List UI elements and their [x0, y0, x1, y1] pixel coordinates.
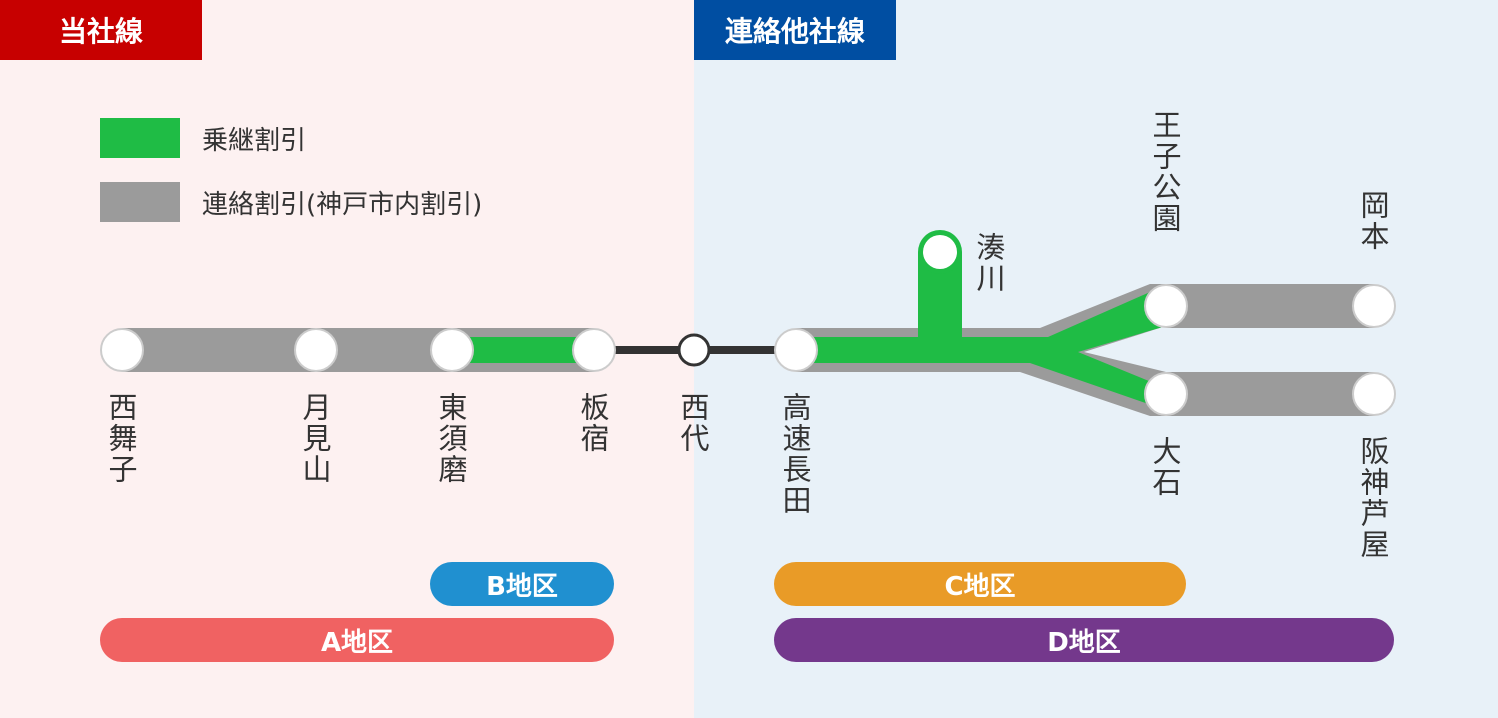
node-nishidai — [677, 333, 711, 367]
node-kosokunagata — [774, 328, 818, 372]
zone-d: D地区 — [774, 618, 1394, 662]
station-label-okamoto: 岡本 — [1356, 190, 1390, 252]
station-label-nishimaiko: 西舞子 — [104, 392, 138, 485]
node-higashisuma — [430, 328, 474, 372]
green-band-own — [452, 337, 594, 363]
node-hanshinashiya — [1352, 372, 1396, 416]
green-band-other — [796, 292, 1166, 408]
node-itayado — [572, 328, 616, 372]
station-label-hanshinashiya: 阪神芦屋 — [1356, 436, 1390, 560]
node-minatogawa — [923, 235, 957, 269]
station-label-tsukimiyama: 月見山 — [298, 392, 332, 485]
station-label-higashisuma: 東須磨 — [434, 392, 468, 485]
node-tsukimiyama — [294, 328, 338, 372]
legend-swatch-green — [100, 118, 180, 158]
gray-band-ashiya — [1166, 372, 1374, 416]
legend-label: 連絡割引(神戸市内割引) — [202, 189, 483, 220]
legend-label: 乗継割引 — [202, 125, 307, 156]
station-label-itayado: 板宿 — [576, 392, 610, 454]
zone-b: B地区 — [430, 562, 614, 606]
station-label-oishi: 大石 — [1148, 436, 1182, 498]
other-lines-header: 連絡他社線 — [694, 0, 896, 60]
zone-a: A地区 — [100, 618, 614, 662]
station-label-kosokunagata: 高速長田 — [778, 392, 812, 516]
gray-band-okamoto — [1166, 284, 1374, 328]
station-label-minatogawa: 湊川 — [972, 232, 1006, 294]
station-label-ojikoen: 王子公園 — [1148, 110, 1182, 234]
node-oishi — [1144, 372, 1188, 416]
legend-swatch-gray — [100, 182, 180, 222]
node-nishimaiko — [100, 328, 144, 372]
legend-connection-discount: 連絡割引(神戸市内割引) — [100, 182, 482, 222]
zone-c: C地区 — [774, 562, 1186, 606]
own-lines-header: 当社線 — [0, 0, 202, 60]
station-label-nishidai: 西代 — [676, 392, 710, 454]
node-okamoto — [1352, 284, 1396, 328]
node-ojikoen — [1144, 284, 1188, 328]
legend-transfer-discount: 乗継割引 — [100, 118, 306, 158]
